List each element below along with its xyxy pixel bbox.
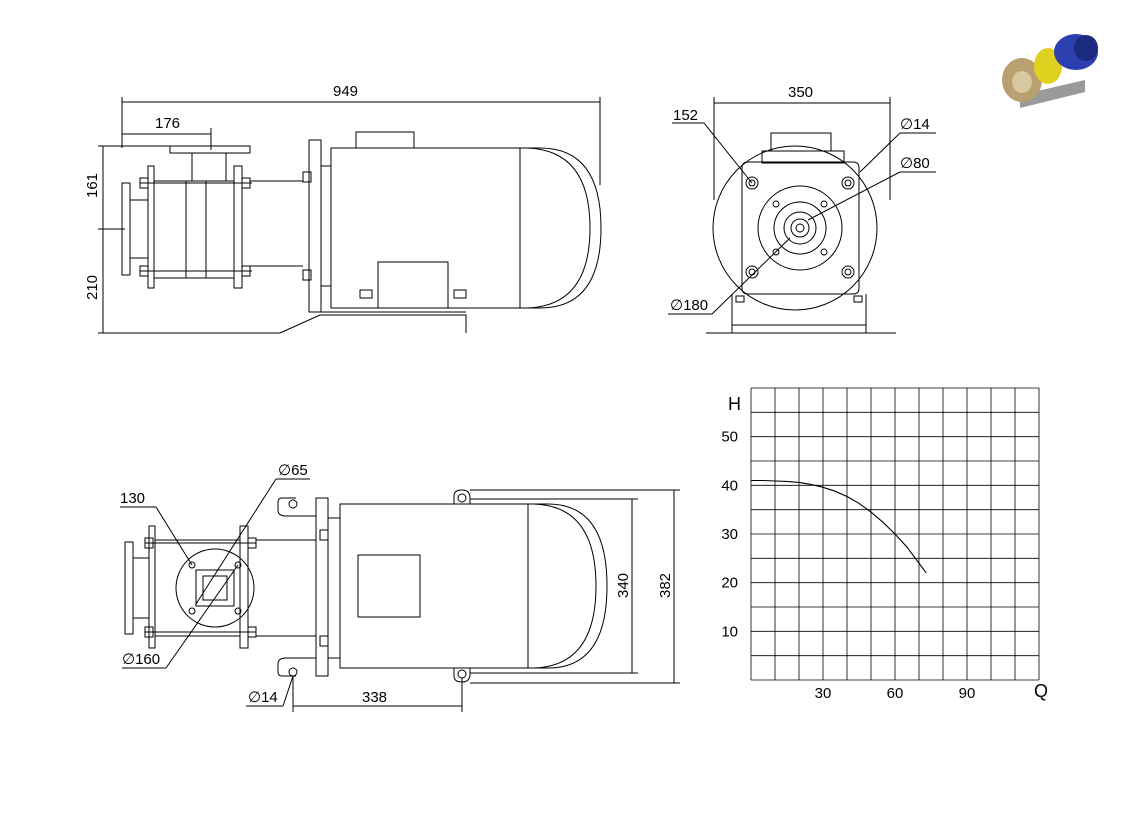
performance-chart: 30 60 90 10 20 30 40 50 H Q bbox=[721, 387, 1048, 702]
dim-mount-hole-dia: ∅14 bbox=[248, 689, 278, 706]
side-view: 949 176 161 210 bbox=[84, 83, 602, 334]
y-tick-label: 50 bbox=[721, 429, 738, 446]
dim-inner-width: 340 bbox=[615, 573, 632, 598]
top-view: 340 382 338 130 ∅65 ∅160 ∅14 bbox=[120, 462, 680, 712]
chart-series-curve bbox=[751, 479, 927, 574]
chart-xlabel: Q bbox=[1034, 681, 1048, 701]
dim-mount-spacing: 338 bbox=[362, 689, 387, 706]
thumbnail-base bbox=[1020, 80, 1085, 108]
dim-center-dia: ∅80 bbox=[900, 155, 930, 172]
end-view: 350 152 ∅14 ∅80 ∅180 bbox=[668, 84, 936, 334]
chart-ylabel: H bbox=[728, 394, 741, 414]
dim-outer-width: 382 bbox=[657, 573, 674, 598]
y-tick-label: 10 bbox=[721, 623, 738, 640]
dim-inlet-dia: ∅65 bbox=[278, 462, 308, 479]
x-tick-label: 90 bbox=[959, 685, 976, 702]
dim-flange-offset: 176 bbox=[155, 115, 180, 132]
dim-flange-dia-160: ∅160 bbox=[122, 651, 160, 668]
dim-flange-square: 130 bbox=[120, 490, 145, 507]
x-tick-label: 30 bbox=[815, 685, 832, 702]
chart-grid bbox=[750, 387, 1040, 681]
dim-bolt-pitch: 152 bbox=[673, 107, 698, 124]
y-tick-label: 40 bbox=[721, 477, 738, 494]
dim-overall-length: 949 bbox=[333, 83, 358, 100]
pump-3d-thumbnail bbox=[1002, 34, 1098, 108]
y-tick-label: 30 bbox=[721, 526, 738, 543]
x-tick-label: 60 bbox=[887, 685, 904, 702]
dim-bolt-hole-dia: ∅14 bbox=[900, 116, 930, 133]
dim-flange-dia: ∅180 bbox=[670, 297, 708, 314]
dim-width: 350 bbox=[788, 84, 813, 101]
y-tick-label: 20 bbox=[721, 575, 738, 592]
dim-lower-height: 210 bbox=[84, 275, 101, 300]
chart-ticks: 30 60 90 10 20 30 40 50 bbox=[721, 429, 975, 702]
dim-upper-height: 161 bbox=[84, 173, 101, 198]
